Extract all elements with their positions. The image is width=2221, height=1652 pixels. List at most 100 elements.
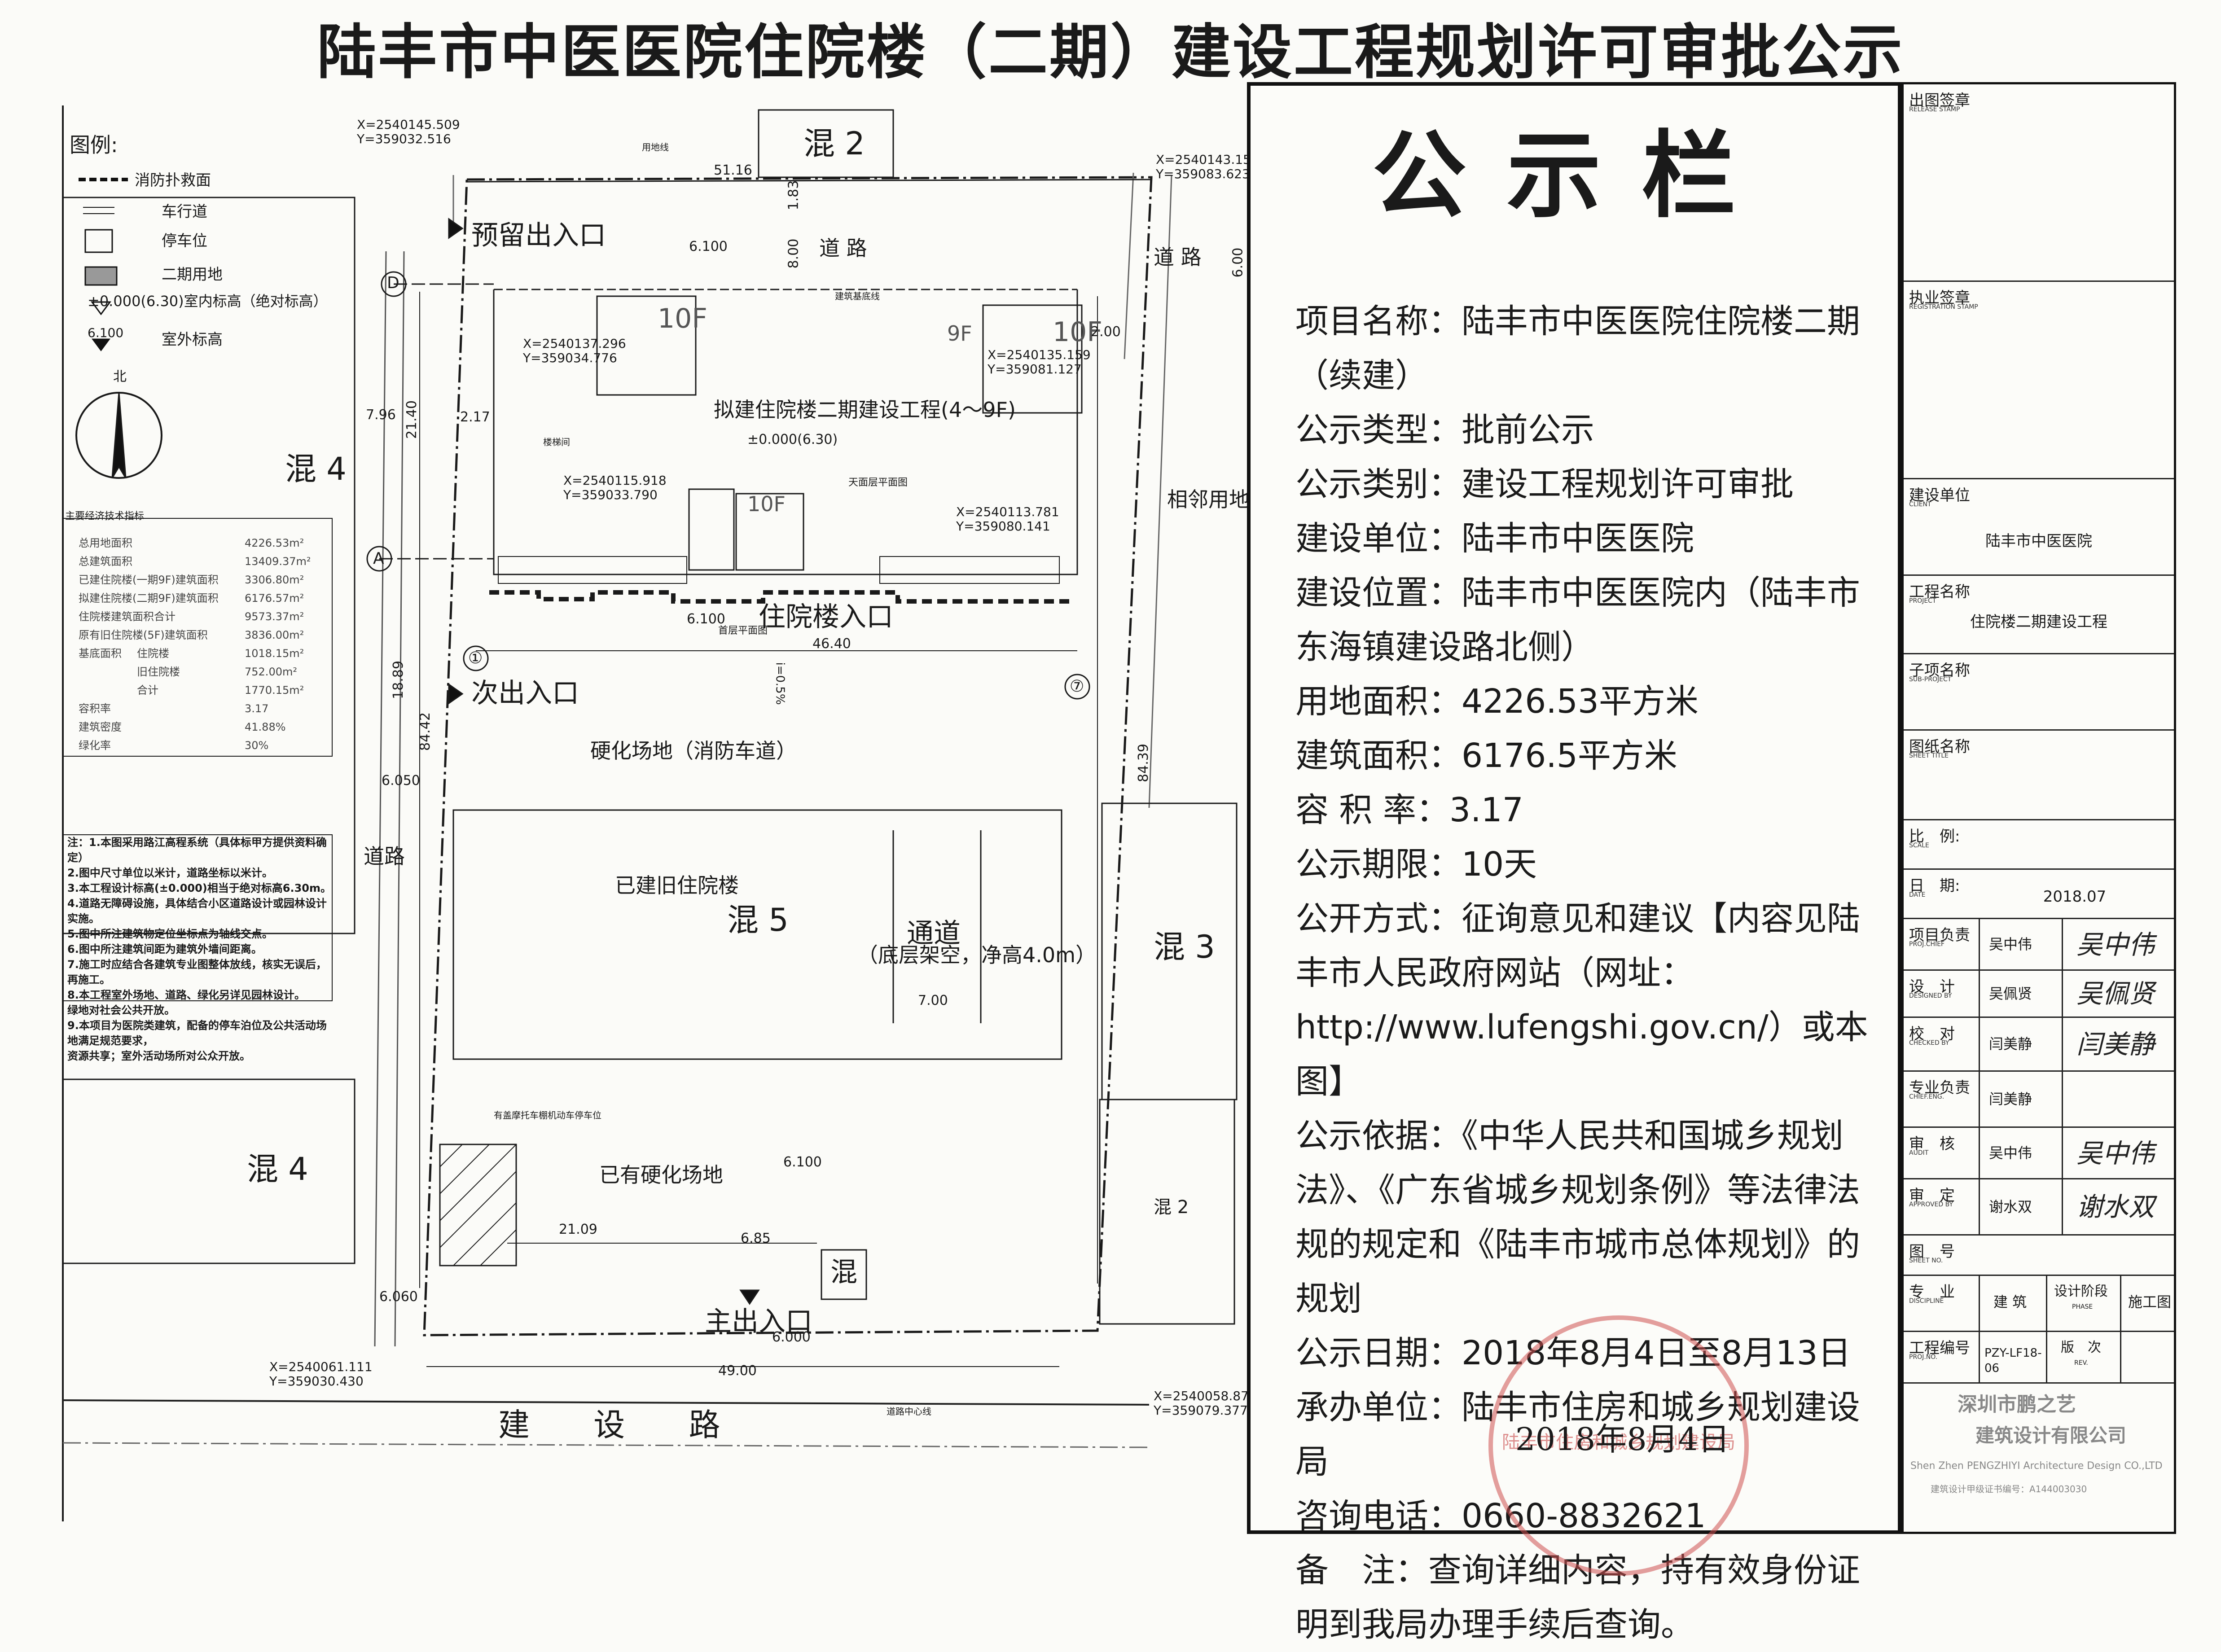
label-proposed-building: 拟建住院楼二期建设工程(4～9F) <box>714 398 1016 422</box>
legend-item-outdoor-elev: 室外标高 <box>162 331 223 349</box>
building-hun2-top <box>758 109 894 178</box>
signature: 吴中伟 <box>2076 1138 2155 1169</box>
label-hun5: 混 5 <box>727 902 789 938</box>
dim-w-bottom: 49.00 <box>718 1363 757 1379</box>
elevation-mark: 6.060 <box>379 1289 418 1305</box>
label-hun4-lower: 混 4 <box>247 1151 308 1188</box>
notice-line: 公示期限：10天 <box>1295 845 1537 884</box>
dim-w-bottom-a: 21.09 <box>559 1222 597 1237</box>
elevation-mark: 6.050 <box>382 773 420 789</box>
notice-board: 公示栏 项目名称：陆丰市中医医院住院楼二期（续建） 公示类型：批前公示 公示类别… <box>1247 82 1901 1644</box>
notice-line: 建设位置：陆丰市中医医院内（陆丰市东海镇建设路北侧） <box>1295 574 1860 666</box>
label-elev-building: ±0.000(6.30) <box>747 432 838 447</box>
label-road-top: 道 路 <box>819 236 867 260</box>
proposed-building <box>493 289 1078 575</box>
dim-d-right-b: 2.00 <box>1091 324 1121 340</box>
label-hun-small: 混 <box>830 1257 857 1288</box>
elevation-mark: 6.000 <box>772 1329 811 1345</box>
dim-w-passage: 7.00 <box>918 993 948 1008</box>
label-building-line: 建筑基底线 <box>835 291 880 302</box>
signature: 吴佩贤 <box>2076 978 2155 1009</box>
label-roof-plan: 天面层平面图 <box>848 477 908 488</box>
legend-item-driveway: 车行道 <box>162 203 207 221</box>
dim-d-road: 8.00 <box>786 238 802 269</box>
notice-line: 建筑面积：6176.5平方米 <box>1295 736 1677 775</box>
company-block: 深圳市鹏之艺 建筑设计有限公司 Shen Zhen PENGZHIYI Arch… <box>1910 1393 2163 1494</box>
label-10f-a: 10F <box>658 303 707 334</box>
label-main-entry: 主出入口 <box>705 1306 812 1337</box>
dim-d-right: 6.00 <box>1230 247 1246 278</box>
official-seal: 陆丰市住房和城乡规划建设局 <box>1488 1315 1749 1576</box>
label-road-top-right: 道 路 <box>1154 245 1202 269</box>
axis-a: A <box>373 549 384 568</box>
date-row: 日 期:DATE 2018.07 <box>1904 870 2174 919</box>
legend-item-fire-face: 消防扑救面 <box>135 171 211 189</box>
scale-row: 比 例:SCALE <box>1904 820 2174 870</box>
axis-d: D <box>387 274 399 292</box>
indicators-table <box>62 518 333 757</box>
notice-line: 公开方式：征询意见和建议【内容见陆丰市人民政府网站（网址：http://www.… <box>1295 899 1868 1101</box>
notice-line: 公示类别：建设工程规划许可审批 <box>1295 465 1794 504</box>
label-slope: i=0.5% <box>773 662 787 705</box>
label-passage-note: （底层架空，净高4.0m） <box>857 943 1096 967</box>
indicators-heading: 主要经济技术指标 <box>65 511 145 522</box>
label-hun2-top: 混 2 <box>803 125 865 162</box>
label-10f-c: 10F <box>747 492 786 516</box>
dim-w-bottom-b: 6.85 <box>741 1231 771 1246</box>
site-boundary <box>423 176 1153 1336</box>
page-title: 陆丰市中医医院住院楼（二期）建设工程规划许可审批公示 <box>317 18 1904 87</box>
axis-7: ⑦ <box>1070 677 1084 696</box>
dim-w-top: 51.16 <box>714 162 752 178</box>
label-land-line: 用地线 <box>642 142 669 153</box>
notice-line: 用地面积：4226.53平方米 <box>1295 682 1699 721</box>
label-10f-b: 10F <box>1053 316 1102 348</box>
legend-outdoor-mark: 6.100 <box>88 325 124 340</box>
label-neighbor-land: 相邻用地 <box>1167 487 1250 512</box>
design-notes: 注：1.本图采用路江高程系统（具体标甲方提供资料确定）2.图中尺寸单位以米计，道… <box>67 836 331 1062</box>
legend-heading: 图例: <box>70 133 118 157</box>
notice-line: 公示依据：《中华人民共和国城乡规划法》、《广东省城乡规划条例》等法律法规的规定和… <box>1295 1117 1860 1318</box>
legend-item-phase2-land: 二期用地 <box>162 266 223 284</box>
signature: 闫美静 <box>2076 1029 2155 1060</box>
dim-d-left-total: 84.42 <box>417 712 433 751</box>
dim-d-right-total: 84.39 <box>1135 744 1151 782</box>
elevation-mark: 6.100 <box>783 1154 822 1170</box>
notice-date: 2018年8月4日 <box>1515 1421 1730 1458</box>
dim-w-mid: 46.40 <box>812 636 851 652</box>
label-shelter: 有盖摩托车棚机动车停车位 <box>494 1110 601 1121</box>
label-stair: 楼梯间 <box>543 437 570 447</box>
label-road-left: 道路 <box>364 844 405 868</box>
label-secondary-entry: 次出入口 <box>471 678 579 709</box>
label-old-building: 已建旧住院楼 <box>615 873 739 898</box>
dim-d-left-a: 7.96 <box>366 407 396 423</box>
legend-item-parking: 停车位 <box>162 232 207 250</box>
signature: 吴中伟 <box>2076 929 2155 960</box>
label-hun2-right: 混 2 <box>1154 1197 1189 1218</box>
